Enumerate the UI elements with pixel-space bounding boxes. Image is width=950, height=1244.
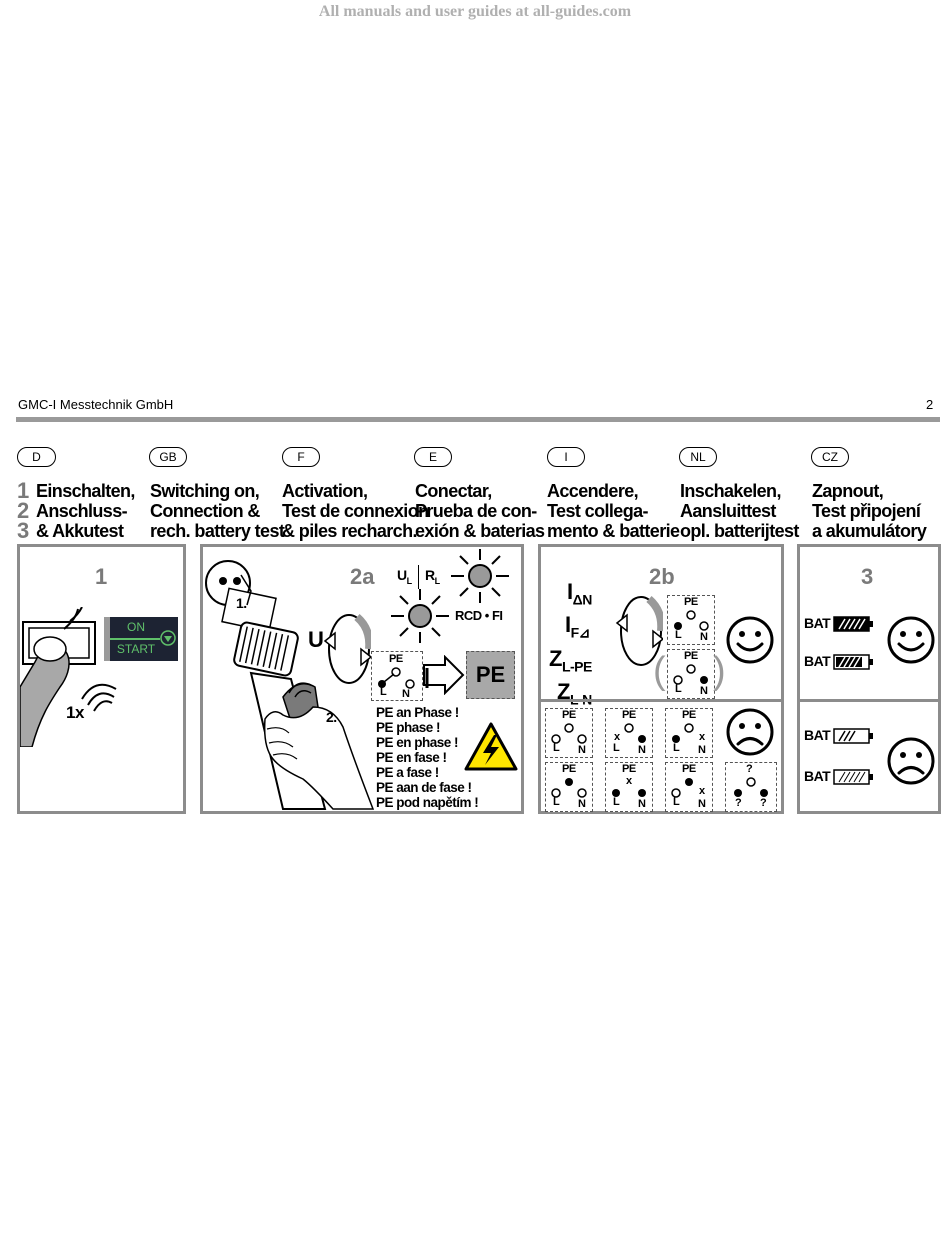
company-name: GMC-I Messtechnik GmbH: [18, 397, 174, 412]
rotate-arrows-icon: [323, 613, 371, 684]
socket-fault-6: PE x L N: [665, 762, 713, 812]
socket-fault-4: PE L N: [545, 762, 593, 812]
pe-warning-list: PE an Phase ! PE phase ! PE en phase ! P…: [376, 705, 479, 810]
smiley-sad-icon-3: [887, 737, 935, 785]
panel-1: 1 1x ON START: [17, 544, 186, 814]
lang-badge-gb: GB: [149, 447, 187, 467]
bat-label-1: BAT: [804, 615, 831, 631]
on-start-display: ON START: [104, 617, 178, 661]
smiley-happy-icon: [726, 616, 774, 664]
press-count: 1x: [66, 703, 84, 722]
step-2-label: 2.: [326, 709, 337, 725]
lang-badge-cz: CZ: [811, 447, 849, 467]
lang-badge-i: I: [547, 447, 585, 467]
step-numbers: 1 2 3: [17, 478, 30, 543]
ul-label: UL: [397, 567, 412, 586]
battery-high-icon: [833, 654, 873, 670]
arrow-right-icon: [423, 655, 465, 695]
paren-right: ): [713, 650, 726, 692]
ul-rl-divider: [418, 565, 419, 589]
header-rule: [16, 417, 940, 422]
rl-label: RL: [425, 567, 440, 586]
panel-3: 3 BAT BAT BAT BAT: [797, 544, 941, 814]
start-label: START: [116, 642, 156, 656]
panel-2b: 2b IΔN IF⊿ ZL-PE ZL-N PE L N ( PE L N ) …: [538, 544, 784, 814]
probe-plug-illustration: [205, 560, 375, 810]
pe-indicator-box: PE: [466, 651, 515, 699]
panel-3-number: 3: [861, 564, 874, 589]
lamp-rcd-icon: [391, 589, 449, 643]
battery-empty-icon: [833, 769, 873, 785]
socket-diagram: PE L N: [371, 651, 423, 701]
socket-ok-2: PE L N: [667, 649, 715, 699]
high-voltage-warning-icon: [464, 722, 518, 771]
heading-de: Einschalten,Anschluss-& Akkutest: [36, 481, 135, 541]
finger-press-illustration: [20, 607, 117, 747]
voltage-u-label: U: [308, 627, 324, 652]
measurement-params: IΔN IF⊿ ZL-PE ZL-N: [549, 579, 592, 708]
bat-label-3: BAT: [804, 727, 831, 743]
lang-badge-nl: NL: [679, 447, 717, 467]
lang-badge-e: E: [414, 447, 452, 467]
lang-badge-f: F: [282, 447, 320, 467]
lang-badge-d: D: [17, 447, 56, 467]
socket-fault-3: PE x L N: [665, 708, 713, 758]
heading-es: Conectar,Prueba de con-exión & baterias: [415, 481, 545, 541]
rotate-arrows-icon-2b: [615, 595, 663, 666]
smiley-sad-icon: [726, 708, 774, 756]
socket-fault-1: PE L N: [545, 708, 593, 758]
watermark: All manuals and user guides at all-guide…: [318, 3, 632, 20]
battery-low-icon: [833, 728, 873, 744]
socket-fault-5: PE x L N: [605, 762, 653, 812]
battery-full-icon: [833, 616, 873, 632]
panel-2a: 2a 1. 2. U UL RL: [200, 544, 524, 814]
page-number: 2: [926, 397, 934, 412]
panel-2b-divider: [541, 699, 781, 702]
panel-3-divider: [800, 699, 938, 702]
panel-1-number: 1: [95, 564, 108, 589]
step-1-label: 1.: [236, 595, 247, 611]
bat-label-2: BAT: [804, 653, 831, 669]
panel-2b-number: 2b: [649, 564, 675, 589]
bat-label-4: BAT: [804, 768, 831, 784]
on-label: ON: [127, 620, 145, 634]
heading-fr: Activation,Test de connexion& piles rech…: [282, 481, 429, 541]
triangle-down-icon: [160, 630, 176, 646]
heading-gb: Switching on,Connection &rech. battery t…: [150, 481, 285, 541]
socket-fault-2: PE x L N: [605, 708, 653, 758]
heading-it: Accendere,Test collega-mento & batterie: [547, 481, 680, 541]
panel-2a-number: 2a: [350, 564, 375, 589]
socket-ok-1: PE L N: [667, 595, 715, 645]
socket-fault-unknown: ? ? ?: [725, 762, 777, 812]
paren-left: (: [653, 650, 666, 692]
lamp-ul-rl-icon: [451, 549, 509, 603]
smiley-happy-icon-3: [887, 616, 935, 664]
rcd-fi-label: RCD • FI: [455, 608, 503, 623]
